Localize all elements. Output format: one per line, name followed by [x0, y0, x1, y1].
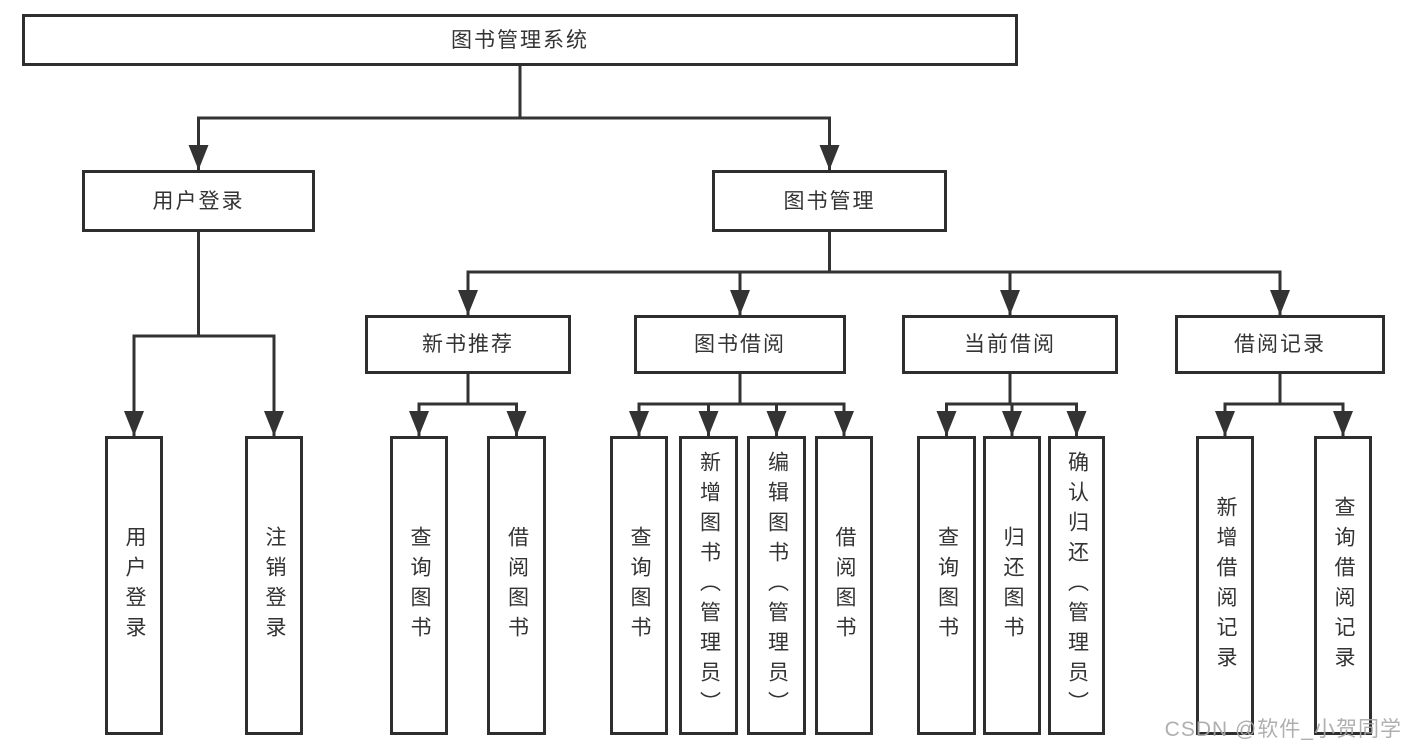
leaf-confirm-return-admin: 确认归还（管理员） — [1048, 436, 1105, 735]
arrowhead-icon — [506, 411, 527, 436]
leaf-borrow-books: 借阅图书 — [815, 436, 873, 735]
arrowhead-icon — [629, 411, 649, 436]
arrowhead-icon — [1333, 411, 1353, 436]
node-label: 图书借阅 — [694, 333, 786, 356]
arrowhead-icon — [819, 145, 840, 170]
node-label: 查询图书 — [628, 525, 652, 646]
arrowhead-icon — [1270, 290, 1290, 315]
arrowhead-icon — [1215, 411, 1235, 436]
arrowhead-icon — [458, 290, 478, 315]
watermark: CSDN @软件_小贺同学 — [1164, 718, 1402, 741]
node-label: 借阅记录 — [1234, 333, 1326, 356]
node-user-login: 用户登录 — [82, 170, 315, 232]
node-label: 编辑图书（管理员） — [765, 450, 789, 721]
node-library-management-system: 图书管理系统 — [22, 14, 1018, 66]
node-book-borrowing: 图书借阅 — [634, 315, 846, 374]
node-label: 图书管理系统 — [451, 28, 589, 52]
node-label: 用户登录 — [123, 525, 147, 646]
leaf-edit-books-admin: 编辑图书（管理员） — [747, 436, 806, 735]
leaf-query-books: 查询图书 — [917, 436, 976, 735]
node-label: 借阅图书 — [505, 525, 529, 646]
node-label: 借阅图书 — [833, 525, 857, 646]
arrowhead-icon — [124, 411, 144, 436]
node-current-borrowing: 当前借阅 — [902, 315, 1118, 374]
arrowhead-icon — [264, 411, 284, 436]
node-label: 新书推荐 — [422, 333, 514, 356]
arrowhead-icon — [409, 411, 429, 436]
node-label: 当前借阅 — [964, 333, 1056, 356]
arrowhead-icon — [730, 290, 750, 315]
node-label: 用户登录 — [152, 189, 245, 213]
leaf-query-books: 查询图书 — [390, 436, 448, 735]
node-new-book-recommendation: 新书推荐 — [365, 315, 571, 374]
leaf-logout: 注销登录 — [245, 436, 303, 735]
node-label: 查询图书 — [935, 525, 959, 646]
arrowhead-icon — [698, 411, 719, 436]
leaf-borrow-books: 借阅图书 — [487, 436, 546, 735]
node-label: 查询借阅记录 — [1332, 495, 1356, 676]
leaf-query-borrow-record: 查询借阅记录 — [1314, 436, 1372, 735]
arrowhead-icon — [834, 411, 854, 436]
arrowhead-icon — [936, 411, 957, 436]
leaf-add-borrow-record: 新增借阅记录 — [1196, 436, 1254, 735]
leaf-return-books: 归还图书 — [983, 436, 1041, 735]
node-label: 新增图书（管理员） — [697, 450, 721, 721]
node-label: 查询图书 — [408, 525, 432, 646]
arrowhead-icon — [188, 145, 209, 170]
node-book-management: 图书管理 — [712, 170, 947, 232]
arrowhead-icon — [1002, 411, 1022, 436]
leaf-user-login: 用户登录 — [105, 436, 163, 735]
leaf-query-books: 查询图书 — [610, 436, 668, 735]
node-label: 新增借阅记录 — [1214, 495, 1238, 676]
node-label: 注销登录 — [263, 525, 287, 646]
arrowhead-icon — [1000, 290, 1020, 315]
node-label: 归还图书 — [1001, 525, 1025, 646]
node-borrowing-records: 借阅记录 — [1175, 315, 1385, 374]
arrowhead-icon — [1066, 411, 1087, 436]
arrowhead-icon — [766, 411, 787, 436]
node-label: 确认归还（管理员） — [1065, 450, 1089, 721]
leaf-add-books-admin: 新增图书（管理员） — [679, 436, 738, 735]
node-label: 图书管理 — [783, 189, 876, 213]
